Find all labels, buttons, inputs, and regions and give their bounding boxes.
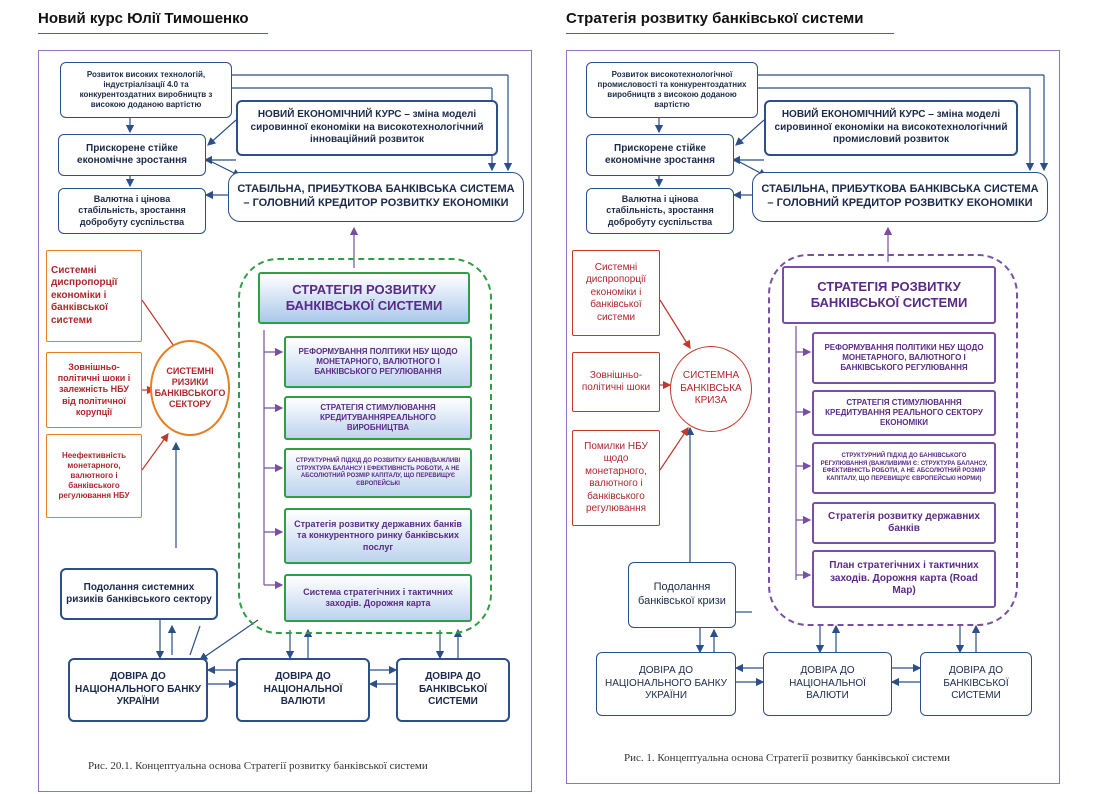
right-trust-currency-box: ДОВІРА ДО НАЦІОНАЛЬНОЇ ВАЛЮТИ bbox=[763, 652, 892, 716]
left-strategy-item-4: Стратегія розвитку державних банків та к… bbox=[284, 508, 472, 564]
left-trust-banks-box: ДОВІРА ДО БАНКІВСЬКОЇ СИСТЕМИ bbox=[396, 658, 510, 722]
right-heading: Стратегія розвитку банківської системи bbox=[566, 10, 894, 34]
right-strategy-item-2: СТРАТЕГІЯ СТИМУЛЮВАННЯ КРЕДИТУВАННЯ РЕАЛ… bbox=[812, 390, 996, 436]
right-bank-system-box: СТАБІЛЬНА, ПРИБУТКОВА БАНКІВСЬКА СИСТЕМА… bbox=[752, 172, 1048, 222]
left-risk-disproportions-box: Системні диспропорції економіки і банків… bbox=[46, 250, 142, 342]
right-strategy-item-3: СТРУКТУРНИЙ ПІДХІД ДО БАНКІВСЬКОГО РЕГУЛ… bbox=[812, 442, 996, 494]
left-stability-box: Валютна і цінова стабільність, зростання… bbox=[58, 188, 206, 234]
left-heading: Новий курс Юлії Тимошенко bbox=[38, 10, 268, 34]
left-figure-caption: Рис. 20.1. Концептуальна основа Стратегі… bbox=[88, 760, 428, 772]
right-tech-development-box: Розвиток високотехнологічної промисловос… bbox=[586, 62, 758, 118]
right-strategy-dashed-region bbox=[768, 254, 1018, 626]
right-figure-caption: Рис. 1. Концептуальна основа Стратегії р… bbox=[624, 752, 951, 764]
right-trust-nbu-box: ДОВІРА ДО НАЦІОНАЛЬНОГО БАНКУ УКРАЇНИ bbox=[596, 652, 736, 716]
left-trust-nbu-box: ДОВІРА ДО НАЦІОНАЛЬНОГО БАНКУ УКРАЇНИ bbox=[68, 658, 208, 722]
left-strategy-item-2: СТРАТЕГІЯ СТИМУЛЮВАННЯ КРЕДИТУВАННЯРЕАЛЬ… bbox=[284, 396, 472, 440]
right-risk-nbu-errors-box: Помилки НБУ щодо монетарного, валютного … bbox=[572, 430, 660, 526]
right-strategy-title: СТРАТЕГІЯ РОЗВИТКУ БАНКІВСЬКОЇ СИСТЕМИ bbox=[782, 266, 996, 324]
left-growth-box: Прискорене стійке економічне зростання bbox=[58, 134, 206, 176]
right-strategy-item-1: РЕФОРМУВАННЯ ПОЛІТИКИ НБУ ЩОДО МОНЕТАРНО… bbox=[812, 332, 996, 384]
right-new-economic-course-box: НОВИЙ ЕКОНОМІЧНИЙ КУРС – зміна моделі си… bbox=[764, 100, 1018, 156]
left-new-economic-course-box: НОВИЙ ЕКОНОМІЧНИЙ КУРС – зміна моделі си… bbox=[236, 100, 498, 156]
right-growth-box: Прискорене стійке економічне зростання bbox=[586, 134, 734, 176]
left-tech-development-box: Розвиток високих технологій, індустріалі… bbox=[60, 62, 232, 118]
left-strategy-item-5: Система стратегічних і тактичних заходів… bbox=[284, 574, 472, 622]
left-trust-currency-box: ДОВІРА ДО НАЦІОНАЛЬНОЇ ВАЛЮТИ bbox=[236, 658, 370, 722]
right-trust-banks-box: ДОВІРА ДО БАНКІВСЬКОЇ СИСТЕМИ bbox=[920, 652, 1032, 716]
left-strategy-item-3: СТРУКТУРНИЙ ПІДХІД ДО РОЗВИТКУ БАНКІВ(ВА… bbox=[284, 448, 472, 498]
right-overcome-crisis-box: Подолання банківської кризи bbox=[628, 562, 736, 628]
right-strategy-item-5: План стратегічних і тактичних заходів. Д… bbox=[812, 550, 996, 608]
left-strategy-title: СТРАТЕГІЯ РОЗВИТКУ БАНКІВСЬКОЇ СИСТЕМИ bbox=[258, 272, 470, 324]
right-risk-disproportions-box: Системні диспропорції економіки і банків… bbox=[572, 250, 660, 336]
left-risk-regulation-box: Неефективність монетарного, валютного і … bbox=[46, 434, 142, 518]
left-systemic-risks-circle: СИСТЕМНІ РИЗИКИ БАНКІВСЬКОГО СЕКТОРУ bbox=[150, 340, 230, 436]
left-bank-system-box: СТАБІЛЬНА, ПРИБУТКОВА БАНКІВСЬКА СИСТЕМА… bbox=[228, 172, 524, 222]
right-stability-box: Валютна і цінова стабільність, зростання… bbox=[586, 188, 734, 234]
right-strategy-item-4: Стратегія розвитку державних банків bbox=[812, 502, 996, 544]
right-banking-crisis-circle: СИСТЕМНА БАНКІВСЬКА КРИЗА bbox=[670, 346, 752, 432]
left-strategy-item-1: РЕФОРМУВАННЯ ПОЛІТИКИ НБУ ЩОДО МОНЕТАРНО… bbox=[284, 336, 472, 388]
right-risk-shocks-box: Зовнішньо-політичні шоки bbox=[572, 352, 660, 412]
left-strategy-dashed-region bbox=[238, 258, 492, 634]
left-risk-shocks-box: Зовнішньо-політичні шоки і залежність НБ… bbox=[46, 352, 142, 428]
left-overcome-risks-box: Подолання системних ризиків банківського… bbox=[60, 568, 218, 620]
